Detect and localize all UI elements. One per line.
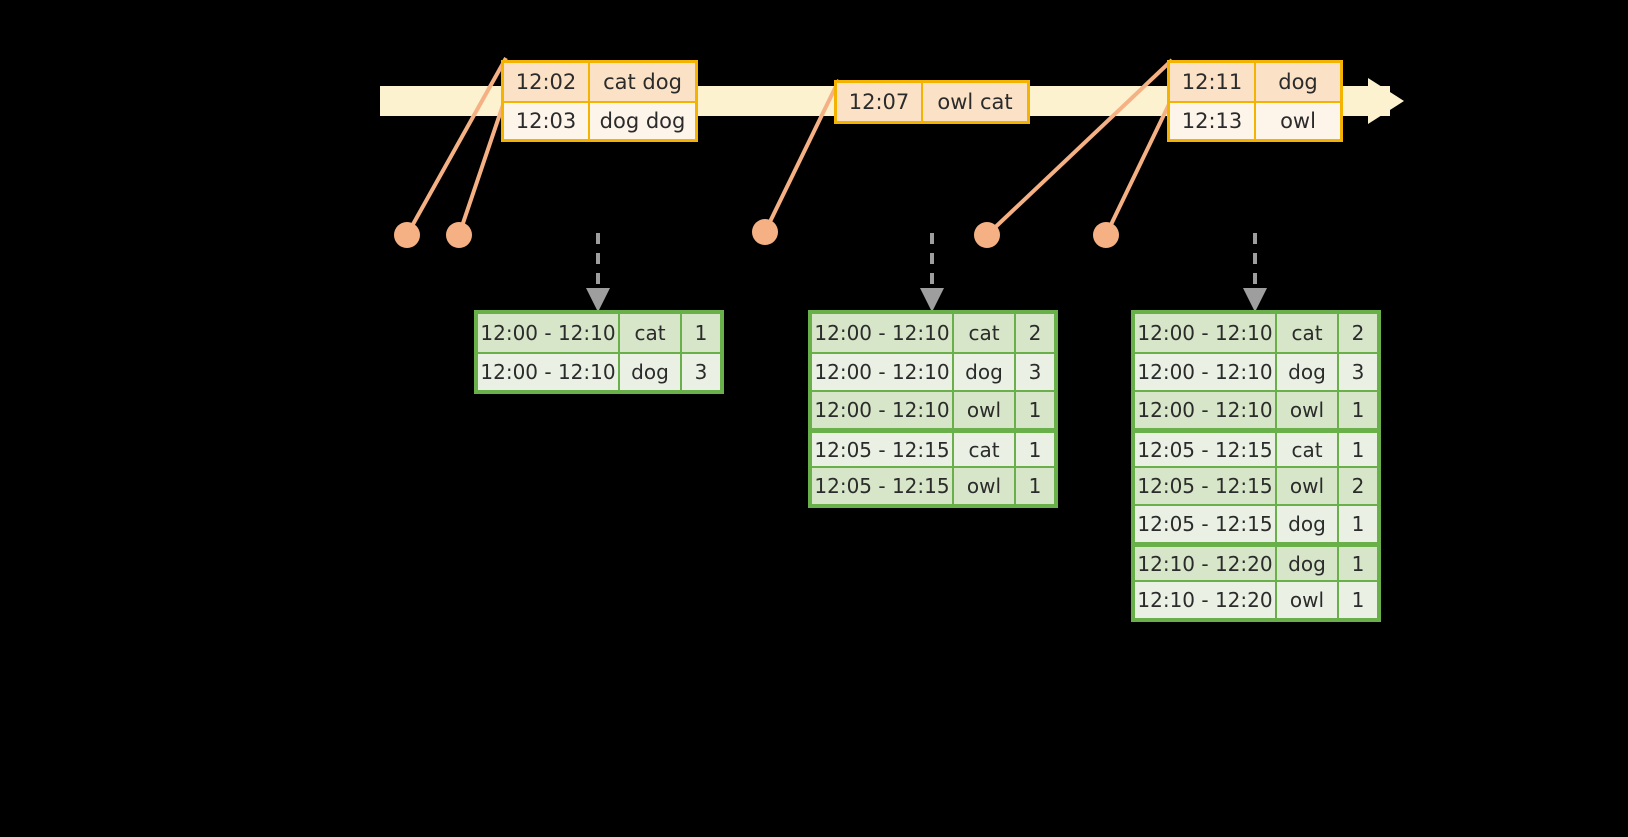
event-row: 12:11 dog xyxy=(1170,63,1340,101)
event-message: dog dog xyxy=(599,109,686,133)
connector-line-5 xyxy=(1104,97,1174,236)
event-message: dog xyxy=(1278,70,1318,94)
key-cell: cat xyxy=(620,314,682,352)
connector-dot-1 xyxy=(394,222,420,248)
event-row: 12:13 owl xyxy=(1170,101,1340,139)
window-cell: 12:00 - 12:10 xyxy=(1135,314,1277,352)
key-cell: cat xyxy=(1277,314,1339,352)
count-cell: 2 xyxy=(1339,468,1377,504)
count-cell: 1 xyxy=(1016,468,1054,504)
connector-line-2 xyxy=(457,95,508,236)
count-cell: 1 xyxy=(1016,392,1054,428)
key-cell: owl xyxy=(1277,468,1339,504)
key-cell: owl xyxy=(954,468,1016,504)
event-box-b: 12:07 owl cat xyxy=(834,80,1030,124)
window-cell: 12:05 - 12:15 xyxy=(812,468,954,504)
window-cell: 12:10 - 12:20 xyxy=(1135,582,1277,618)
event-row: 12:02 cat dog xyxy=(504,63,695,101)
window-cell: 12:10 - 12:20 xyxy=(1135,547,1277,580)
key-cell: cat xyxy=(954,433,1016,466)
event-time: 12:07 xyxy=(837,83,923,121)
event-box-a: 12:02 cat dog 12:03 dog dog xyxy=(501,60,698,142)
count-cell: 1 xyxy=(1339,506,1377,542)
timeline-arrow-icon xyxy=(1368,78,1404,124)
event-time: 12:13 xyxy=(1170,103,1256,139)
window-cell: 12:00 - 12:10 xyxy=(1135,392,1277,428)
key-cell: owl xyxy=(1277,582,1339,618)
event-time: 12:02 xyxy=(504,63,590,101)
event-message: cat dog xyxy=(603,70,682,94)
count-cell: 3 xyxy=(682,354,720,390)
count-cell: 1 xyxy=(1339,433,1377,466)
key-cell: owl xyxy=(1277,392,1339,428)
count-cell: 1 xyxy=(1016,433,1054,466)
event-message: owl xyxy=(1280,109,1316,133)
event-time: 12:03 xyxy=(504,103,590,139)
window-cell: 12:00 - 12:10 xyxy=(478,354,620,390)
count-cell: 1 xyxy=(1339,582,1377,618)
window-cell: 12:00 - 12:10 xyxy=(1135,354,1277,390)
window-cell: 12:05 - 12:15 xyxy=(812,433,954,466)
key-cell: dog xyxy=(1277,506,1339,542)
key-cell: dog xyxy=(954,354,1016,390)
count-cell: 2 xyxy=(1339,314,1377,352)
window-cell: 12:05 - 12:15 xyxy=(1135,433,1277,466)
key-cell: dog xyxy=(620,354,682,390)
key-cell: dog xyxy=(1277,547,1339,580)
window-cell: 12:05 - 12:15 xyxy=(1135,468,1277,504)
count-cell: 3 xyxy=(1339,354,1377,390)
connector-dot-4 xyxy=(974,222,1000,248)
count-cell: 1 xyxy=(682,314,720,352)
count-cell: 1 xyxy=(1339,547,1377,580)
event-time: 12:11 xyxy=(1170,63,1256,101)
key-cell: dog xyxy=(1277,354,1339,390)
window-cell: 12:00 - 12:10 xyxy=(812,354,954,390)
window-cell: 12:00 - 12:10 xyxy=(478,314,620,352)
count-cell: 1 xyxy=(1339,392,1377,428)
connector-dot-2 xyxy=(446,222,472,248)
count-cell: 2 xyxy=(1016,314,1054,352)
connector-line-1 xyxy=(405,57,508,236)
event-row: 12:07 owl cat xyxy=(837,83,1027,121)
count-cell: 3 xyxy=(1016,354,1054,390)
event-row: 12:03 dog dog xyxy=(504,101,695,139)
connector-dot-5 xyxy=(1093,222,1119,248)
key-cell: owl xyxy=(954,392,1016,428)
event-box-c: 12:11 dog 12:13 owl xyxy=(1167,60,1343,142)
window-cell: 12:00 - 12:10 xyxy=(812,314,954,352)
key-cell: cat xyxy=(1277,433,1339,466)
event-message: owl cat xyxy=(937,90,1013,114)
connector-dot-3 xyxy=(752,219,778,245)
window-cell: 12:05 - 12:15 xyxy=(1135,506,1277,542)
key-cell: cat xyxy=(954,314,1016,352)
window-cell: 12:00 - 12:10 xyxy=(812,392,954,428)
